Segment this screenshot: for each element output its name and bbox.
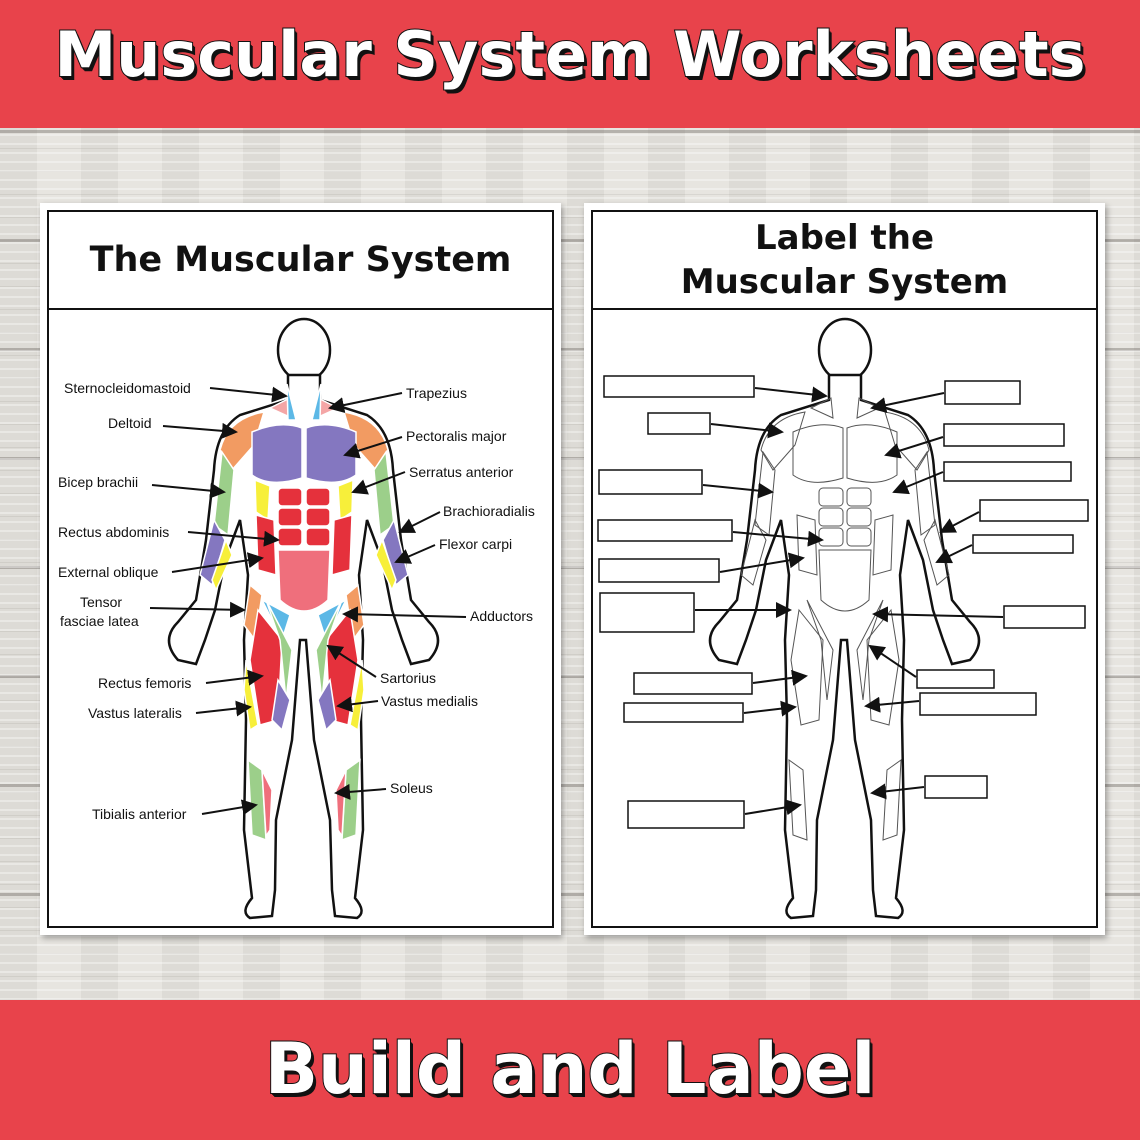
blank-box: [633, 672, 753, 695]
pectoral-left: [251, 424, 303, 484]
worksheet-frame: The Muscular System: [47, 210, 554, 928]
label-external-oblique: External oblique: [58, 564, 159, 580]
blank-box: [972, 534, 1074, 554]
label-tibialis-anterior: Tibialis anterior: [92, 806, 187, 822]
label-bicep-brachii: Bicep brachii: [58, 474, 138, 490]
labeled-body-diagram: Sternocleidomastoid Trapezius Deltoid Pe…: [58, 317, 535, 920]
label-rectus-abdominis: Rectus abdominis: [58, 524, 169, 540]
blank-box: [599, 592, 695, 633]
worksheet-blank: Label the Muscular System: [584, 203, 1105, 935]
soleus-left: [261, 769, 273, 839]
oblique-left: [255, 514, 277, 576]
forearm-yellow-right: [375, 537, 397, 592]
forearm-purple-left: [199, 517, 226, 587]
label-brachioradialis: Brachioradialis: [443, 503, 535, 519]
blank-box: [919, 692, 1037, 716]
body-outline: [708, 317, 981, 920]
abs-3: [277, 507, 303, 527]
blank-arrows: [695, 386, 1004, 816]
worksheet-title: The Muscular System: [89, 240, 512, 280]
lower-abs: [277, 549, 331, 612]
label-soleus: Soleus: [390, 780, 433, 796]
worksheet-title-box: The Muscular System: [49, 212, 552, 310]
abs-5: [277, 527, 303, 547]
oblique-right: [331, 514, 353, 576]
blank-box: [603, 375, 755, 398]
blank-box: [598, 469, 703, 495]
tibialis-right: [341, 758, 361, 842]
abs-6: [305, 527, 331, 547]
pectoral-right: [305, 424, 357, 484]
label-sartorius: Sartorius: [380, 670, 436, 686]
blank-label-boxes: [597, 375, 1089, 829]
blank-box: [598, 558, 720, 583]
bottom-banner: Build and Label: [0, 1000, 1140, 1140]
label-serratus-anterior: Serratus anterior: [409, 464, 514, 480]
label-flexor-carpi: Flexor carpi: [439, 536, 512, 552]
label-vastus-medialis: Vastus medialis: [381, 693, 478, 709]
blank-box: [1003, 605, 1086, 629]
blank-box: [924, 775, 988, 799]
body-outline: [167, 317, 440, 920]
label-fasciae-latea: fasciae latea: [60, 613, 139, 629]
blank-box: [623, 702, 744, 723]
abs-2: [305, 487, 331, 507]
blank-box: [597, 519, 733, 542]
blank-box: [944, 380, 1021, 405]
worksheet-title-line2: Muscular System: [680, 262, 1009, 302]
worksheet-frame: Label the Muscular System: [591, 210, 1098, 928]
blank-box: [916, 669, 995, 689]
worksheet-title-box: Label the Muscular System: [593, 212, 1096, 310]
label-deltoid: Deltoid: [108, 415, 152, 431]
bicep-right: [373, 449, 395, 537]
label-tensor: Tensor: [80, 594, 122, 610]
label-trapezius: Trapezius: [406, 385, 467, 401]
worksheet-title-line1: Label the: [754, 218, 934, 258]
blank-box: [943, 461, 1072, 482]
label-vastus-lateralis: Vastus lateralis: [88, 705, 182, 721]
top-banner: Muscular System Worksheets: [0, 0, 1140, 128]
label-adductors: Adductors: [470, 608, 533, 624]
label-rectus-femoris: Rectus femoris: [98, 675, 191, 691]
blank-box: [627, 800, 745, 829]
muscle-labels: Sternocleidomastoid Trapezius Deltoid Pe…: [58, 380, 535, 822]
banner-title: Muscular System Worksheets: [54, 17, 1087, 92]
blank-box: [979, 499, 1089, 522]
abs-1: [277, 487, 303, 507]
muscle-outlines: [740, 397, 950, 841]
vastus-medialis-right: [317, 677, 337, 732]
muscle-groups: [199, 383, 409, 842]
banner-subtitle: Build and Label: [264, 1027, 877, 1111]
blank-box: [943, 423, 1065, 447]
label-pectoralis-major: Pectoralis major: [406, 428, 507, 444]
worksheet-labeled: The Muscular System: [40, 203, 561, 935]
label-sternocleidomastoid: Sternocleidomastoid: [64, 380, 191, 396]
abs-4: [305, 507, 331, 527]
blank-box: [647, 412, 711, 435]
vastus-medialis-left: [271, 677, 291, 732]
label-arrows: [149, 386, 467, 816]
blank-body-diagram: [597, 317, 1089, 920]
